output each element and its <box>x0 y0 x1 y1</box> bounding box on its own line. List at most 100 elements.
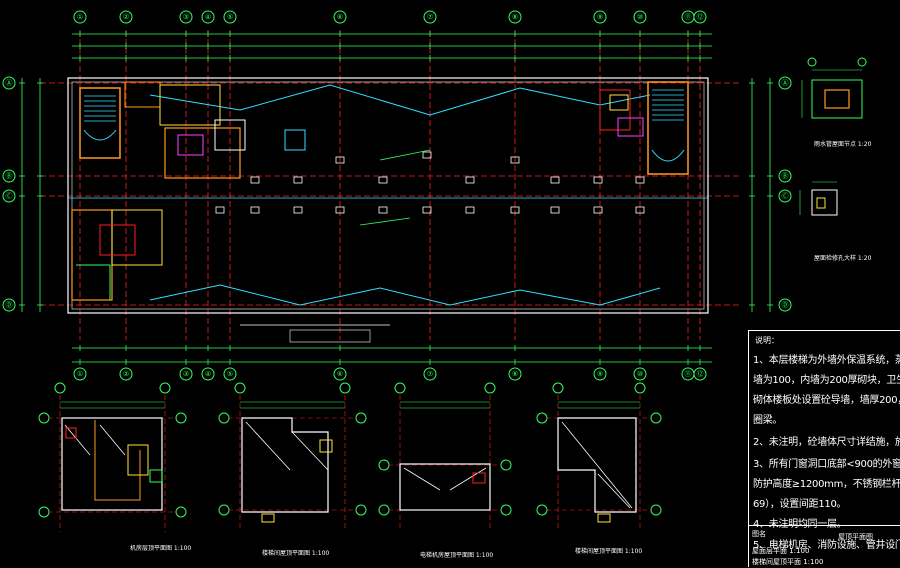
bubble <box>38 506 50 518</box>
bubble <box>218 412 230 424</box>
bubble <box>536 412 548 424</box>
axis-bubble-right <box>778 189 792 203</box>
bubble <box>234 382 246 394</box>
plan3-slope <box>403 467 441 491</box>
axis-label-top: ③ <box>183 13 189 21</box>
roof-vent <box>465 206 475 214</box>
axis-label-right: Ⓒ <box>782 192 789 200</box>
plan-caption-4: 楼梯间屋顶平面图 1:100 <box>575 547 642 555</box>
plan1-room <box>127 444 149 476</box>
axis-label-bottom: ⑩ <box>637 370 643 378</box>
axis-bubble-top <box>423 10 437 24</box>
axis-bubble-right <box>778 298 792 312</box>
stair-left-lower <box>76 264 111 300</box>
roof-vent <box>550 206 560 214</box>
roof-vent <box>635 176 645 184</box>
plan4-gutter <box>597 513 611 523</box>
detail1-outline <box>811 79 863 119</box>
axis-bubble-bottom <box>119 367 133 381</box>
room-left-lower-b <box>111 209 163 266</box>
bubble <box>378 504 390 516</box>
room-left-d <box>214 119 246 151</box>
plan3-slope <box>449 467 487 491</box>
bubble <box>634 382 646 394</box>
axis-bubble-left <box>2 169 16 183</box>
bubble <box>38 412 50 424</box>
detail-plans <box>38 382 662 532</box>
hatch-box <box>284 129 306 151</box>
note-line-10: 5、电梯机房、消防设施、管井设门槛高500mm。 <box>753 540 900 551</box>
stair-core-left <box>79 87 121 159</box>
bubble <box>175 506 187 518</box>
bubble <box>378 459 390 471</box>
main-roof-plan <box>67 77 709 343</box>
axis-bubble-top <box>179 10 193 24</box>
axis-label-top: ⑧ <box>512 13 518 21</box>
axis-bubble-top <box>223 10 237 24</box>
ridge-line-bottom <box>149 284 661 306</box>
note-line-6: 3、所有门窗洞口底部<900的外窗及护窗，护栏需设置防护栏杆 <box>753 459 900 470</box>
title-block-label-1: 图名 <box>752 530 766 538</box>
axis-label-bottom: ⑥ <box>337 370 343 378</box>
axis-bubble-left <box>2 189 16 203</box>
bubble <box>54 382 66 394</box>
plan1-drain <box>65 427 77 439</box>
roof-vent <box>635 206 645 214</box>
axis-bubble-top <box>593 10 607 24</box>
axis-label-top: ⑫ <box>697 13 704 21</box>
axis-bubble-bottom <box>593 367 607 381</box>
roof-vent <box>550 176 560 184</box>
title-block-label-2: 屋顶平面图 <box>838 533 873 541</box>
roof-vent <box>422 151 432 159</box>
note-line-2: 墙为100，内墙为200厚砌块，卫生间均为轻集料混凝 <box>753 375 900 386</box>
axis-bubble-top <box>201 10 215 24</box>
detail1-core <box>824 89 850 109</box>
note-line-7: 防护高度≥1200mm，不锈钢栏杆（除注明外均为不锈钢 <box>753 479 900 490</box>
axis-label-right: Ⓓ <box>782 301 789 309</box>
axis-label-right: Ⓐ <box>782 79 789 87</box>
plan3-drain <box>472 472 486 484</box>
plan2-gutter <box>261 513 275 523</box>
plan1-slope <box>64 424 91 456</box>
room-left-a <box>124 81 161 108</box>
plan-caption-3: 电梯机房屋顶平面图 1:100 <box>420 551 493 559</box>
axis-bubble-bottom <box>693 367 707 381</box>
bubble <box>355 412 367 424</box>
axis-label-left: Ⓓ <box>6 301 13 309</box>
leader <box>379 149 431 161</box>
roof-vent <box>422 206 432 214</box>
axis-bubble-bottom <box>508 367 522 381</box>
roof-vent <box>593 176 603 184</box>
axis-label-bottom: ⑨ <box>597 370 603 378</box>
axis-bubble-bottom <box>333 367 347 381</box>
ridge-line-top <box>149 84 651 116</box>
axis-bubble-top <box>73 10 87 24</box>
bubble <box>536 504 548 516</box>
title-block-label-3: 屋面层平面 1:100 <box>752 547 810 555</box>
room-left-c <box>164 127 241 179</box>
small-plans <box>799 57 867 216</box>
axis-bubble-bottom <box>179 367 193 381</box>
grid-lines <box>19 30 773 365</box>
bubble <box>552 382 564 394</box>
detail2-core <box>816 197 826 209</box>
plan2-slope <box>245 421 291 471</box>
axis-bubble-right <box>778 169 792 183</box>
axis-bubble-bottom <box>73 367 87 381</box>
axis-bubble-top <box>693 10 707 24</box>
roof-vent <box>510 156 520 164</box>
axis-label-left: Ⓐ <box>6 79 13 87</box>
equipment-right <box>617 117 644 137</box>
plan1-outline <box>61 417 163 511</box>
stair-landing-arc <box>651 149 685 162</box>
plan2-outline <box>241 417 329 513</box>
notes-title: 说明： <box>755 336 779 345</box>
axis-label-top: ④ <box>205 13 211 21</box>
axis-bubble-bottom <box>423 367 437 381</box>
stair-core-right <box>647 81 689 175</box>
detail2-outline <box>811 189 838 216</box>
roof-vent <box>335 206 345 214</box>
bubble <box>500 504 512 516</box>
